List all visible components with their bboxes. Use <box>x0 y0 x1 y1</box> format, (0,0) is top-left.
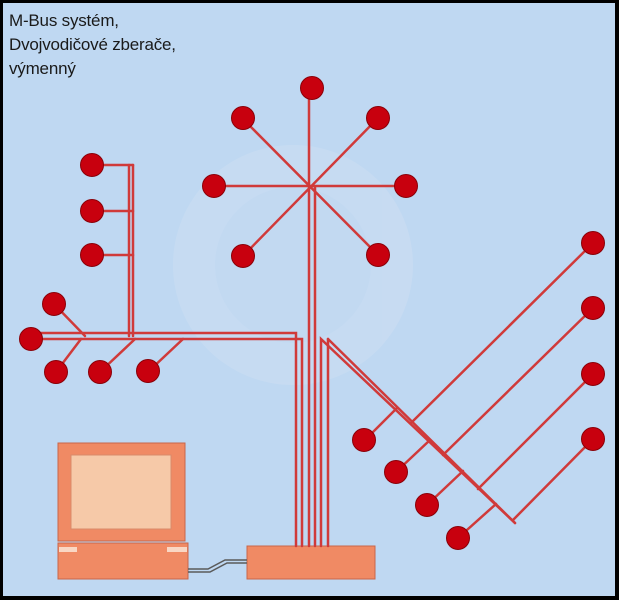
caption-line-3: výmenný <box>9 59 76 78</box>
right-bus-pair-outer <box>319 336 517 548</box>
network-diagram <box>19 76 605 580</box>
meter-node-icon <box>231 244 255 268</box>
right-stub-2 <box>441 306 595 457</box>
bus-lines <box>29 86 595 548</box>
master-unit-box <box>246 545 376 580</box>
meter-node-icon <box>394 174 418 198</box>
right-stub-1 <box>409 241 595 425</box>
meter-node-icon <box>366 106 390 130</box>
diagram-canvas: M-Bus systém, Dvojvodičové zberače, výme… <box>3 3 615 596</box>
watermark-inner-circle <box>215 187 371 343</box>
meter-node-icon <box>300 76 324 100</box>
connection-cable <box>188 559 247 573</box>
right-diagonal <box>326 337 517 525</box>
star-spoke-3 <box>241 116 380 258</box>
meter-node-icon <box>19 327 43 351</box>
meter-node-icon <box>88 360 112 384</box>
meter-node-icon <box>352 428 376 452</box>
meter-node-icon <box>384 460 408 484</box>
caption-line-2: Dvojvodičové zberače, <box>9 35 176 54</box>
meter-nodes <box>19 76 605 550</box>
caption-line-1: M-Bus systém, <box>9 11 119 30</box>
meter-node-icon <box>80 243 104 267</box>
meter-node-icon <box>231 106 255 130</box>
meter-node-icon <box>80 153 104 177</box>
disk-slot-left <box>59 547 77 552</box>
watermark <box>173 145 413 385</box>
meter-node-icon <box>415 493 439 517</box>
meter-node-icon <box>581 427 605 451</box>
disk-slot-right <box>167 547 187 552</box>
cable-line-1 <box>188 559 247 570</box>
computer-icon <box>57 442 189 580</box>
diagram-caption: M-Bus systém, Dvojvodičové zberače, výme… <box>9 9 309 81</box>
meter-node-icon <box>581 231 605 255</box>
computer-screen <box>70 454 172 530</box>
meter-node-icon <box>581 296 605 320</box>
meter-node-icon <box>366 243 390 267</box>
meter-node-icon <box>42 292 66 316</box>
meter-node-icon <box>136 359 160 383</box>
meter-node-icon <box>202 174 226 198</box>
left-bus-pair-inner <box>29 337 304 548</box>
meter-node-icon <box>581 362 605 386</box>
right-stub-3 <box>476 372 595 491</box>
right-stub-4 <box>511 437 595 522</box>
cable-line-2 <box>188 562 247 573</box>
computer-base <box>57 542 189 580</box>
meter-node-icon <box>80 199 104 223</box>
master-unit-icon <box>246 545 376 580</box>
meter-node-icon <box>446 526 470 550</box>
left-bus-pair-outer <box>29 331 298 548</box>
meter-node-icon <box>44 360 68 384</box>
